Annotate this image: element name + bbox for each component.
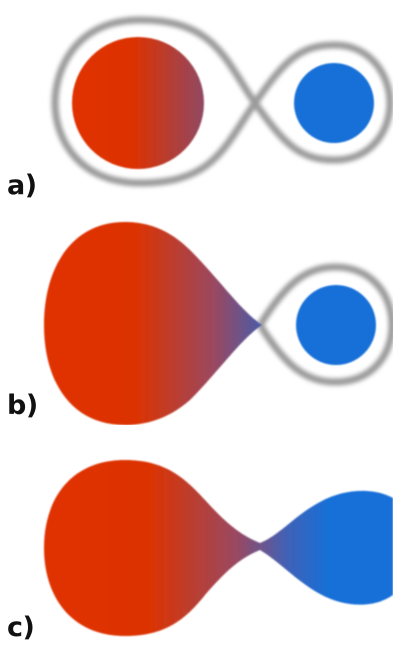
panel-c-diagram [44, 460, 393, 636]
panel-b-diagram [44, 222, 393, 425]
panel-b: b) [0, 210, 393, 425]
panel-b-label: b) [7, 390, 38, 421]
panel-a-ring [51, 16, 393, 187]
panel-c-merged-shape [44, 460, 393, 636]
panel-b-ring [257, 263, 393, 386]
panel-a-label: a) [7, 170, 37, 201]
panel-a-diagram [51, 16, 393, 187]
panel-b-teardrop [44, 222, 262, 425]
panel-c-label: c) [7, 612, 35, 643]
panel-a: a) [0, 0, 393, 210]
panel-b-blue-sphere [296, 285, 376, 365]
panel-c: c) [0, 440, 393, 650]
panel-a-red-sphere [72, 37, 204, 169]
panel-a-blue-sphere [294, 63, 374, 143]
